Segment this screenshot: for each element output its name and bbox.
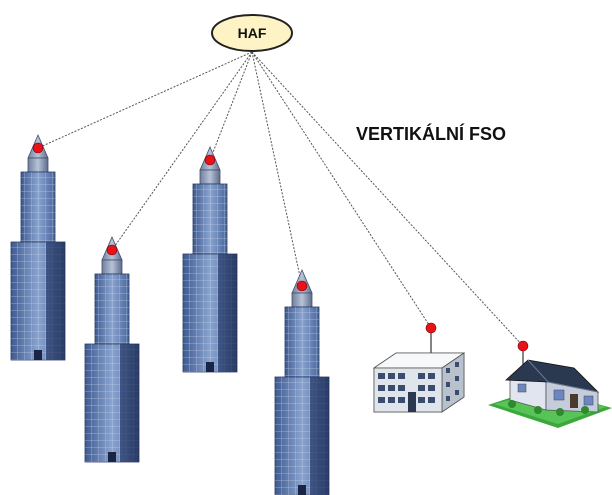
fso-link-skyscraper-4: [251, 51, 303, 287]
fso-link-family-house: [251, 51, 524, 347]
antenna-dot-skyscraper-1: [32, 142, 44, 154]
skyscraper-1: [10, 134, 66, 361]
antenna-dot-skyscraper-4: [296, 280, 308, 292]
fso-links: [37, 51, 524, 347]
fso-link-skyscraper-3: [209, 51, 253, 161]
antenna-dot-office-building: [425, 322, 437, 334]
skyscraper-3: [182, 146, 238, 373]
antenna-dot-skyscraper-2: [106, 244, 118, 256]
antenna-dot-family-house: [517, 340, 529, 352]
hub-label: HAF: [238, 25, 267, 41]
skyscraper-4: [274, 269, 330, 495]
antenna-dot-skyscraper-3: [204, 154, 216, 166]
antenna-dots: [32, 142, 529, 352]
fso-link-skyscraper-2: [111, 51, 253, 251]
fso-link-office-building: [251, 51, 432, 329]
skyscraper-2: [84, 236, 140, 463]
family-house: [488, 346, 612, 428]
fso-link-skyscraper-1: [37, 51, 253, 149]
office-building: [372, 328, 466, 413]
diagram-title: VERTIKÁLNÍ FSO: [356, 123, 506, 144]
haf-hub[interactable]: HAF: [211, 14, 293, 52]
